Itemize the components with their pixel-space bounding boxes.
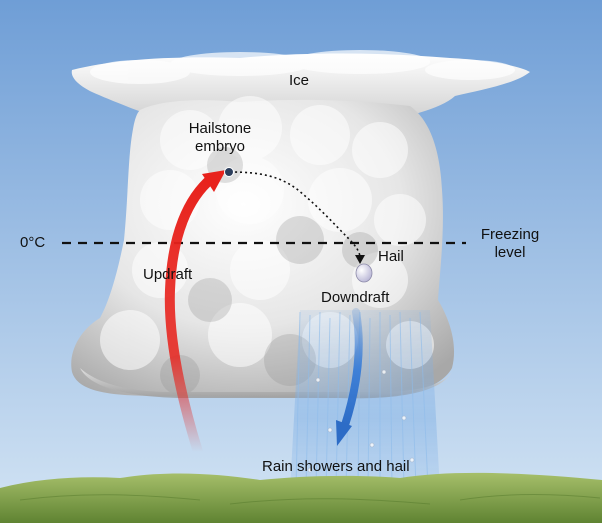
downdraft-arrow <box>341 308 363 429</box>
label-downdraft: Downdraft <box>321 289 390 306</box>
label-hailstone-embryo: Hailstone embryo <box>172 120 268 156</box>
label-hailstone-embryo-line1: Hailstone <box>188 120 252 137</box>
hailstone-path <box>229 171 361 259</box>
hail-stone <box>355 263 373 283</box>
label-rain-showers-and-hail: Rain showers and hail <box>262 458 410 475</box>
hailstone-embryo-dot <box>224 167 234 177</box>
label-freezing-level-line1: Freezing <box>480 226 540 243</box>
hailstone-path-arrowhead <box>355 255 365 264</box>
label-ice: Ice <box>289 72 310 89</box>
label-updraft: Updraft <box>143 266 193 283</box>
ground-hills <box>0 472 602 523</box>
label-freezing-level: Freezing level <box>468 226 552 262</box>
downdraft-arrowhead <box>336 420 352 446</box>
updraft-arrowhead <box>202 170 226 192</box>
label-hailstone-embryo-line2: embryo <box>194 138 246 155</box>
label-hail: Hail <box>378 248 404 265</box>
label-freezing-level-line2: level <box>494 244 526 261</box>
label-zero-celsius: 0°C <box>20 234 46 251</box>
updraft-arrow <box>164 173 217 457</box>
cloud-base <box>80 368 452 399</box>
